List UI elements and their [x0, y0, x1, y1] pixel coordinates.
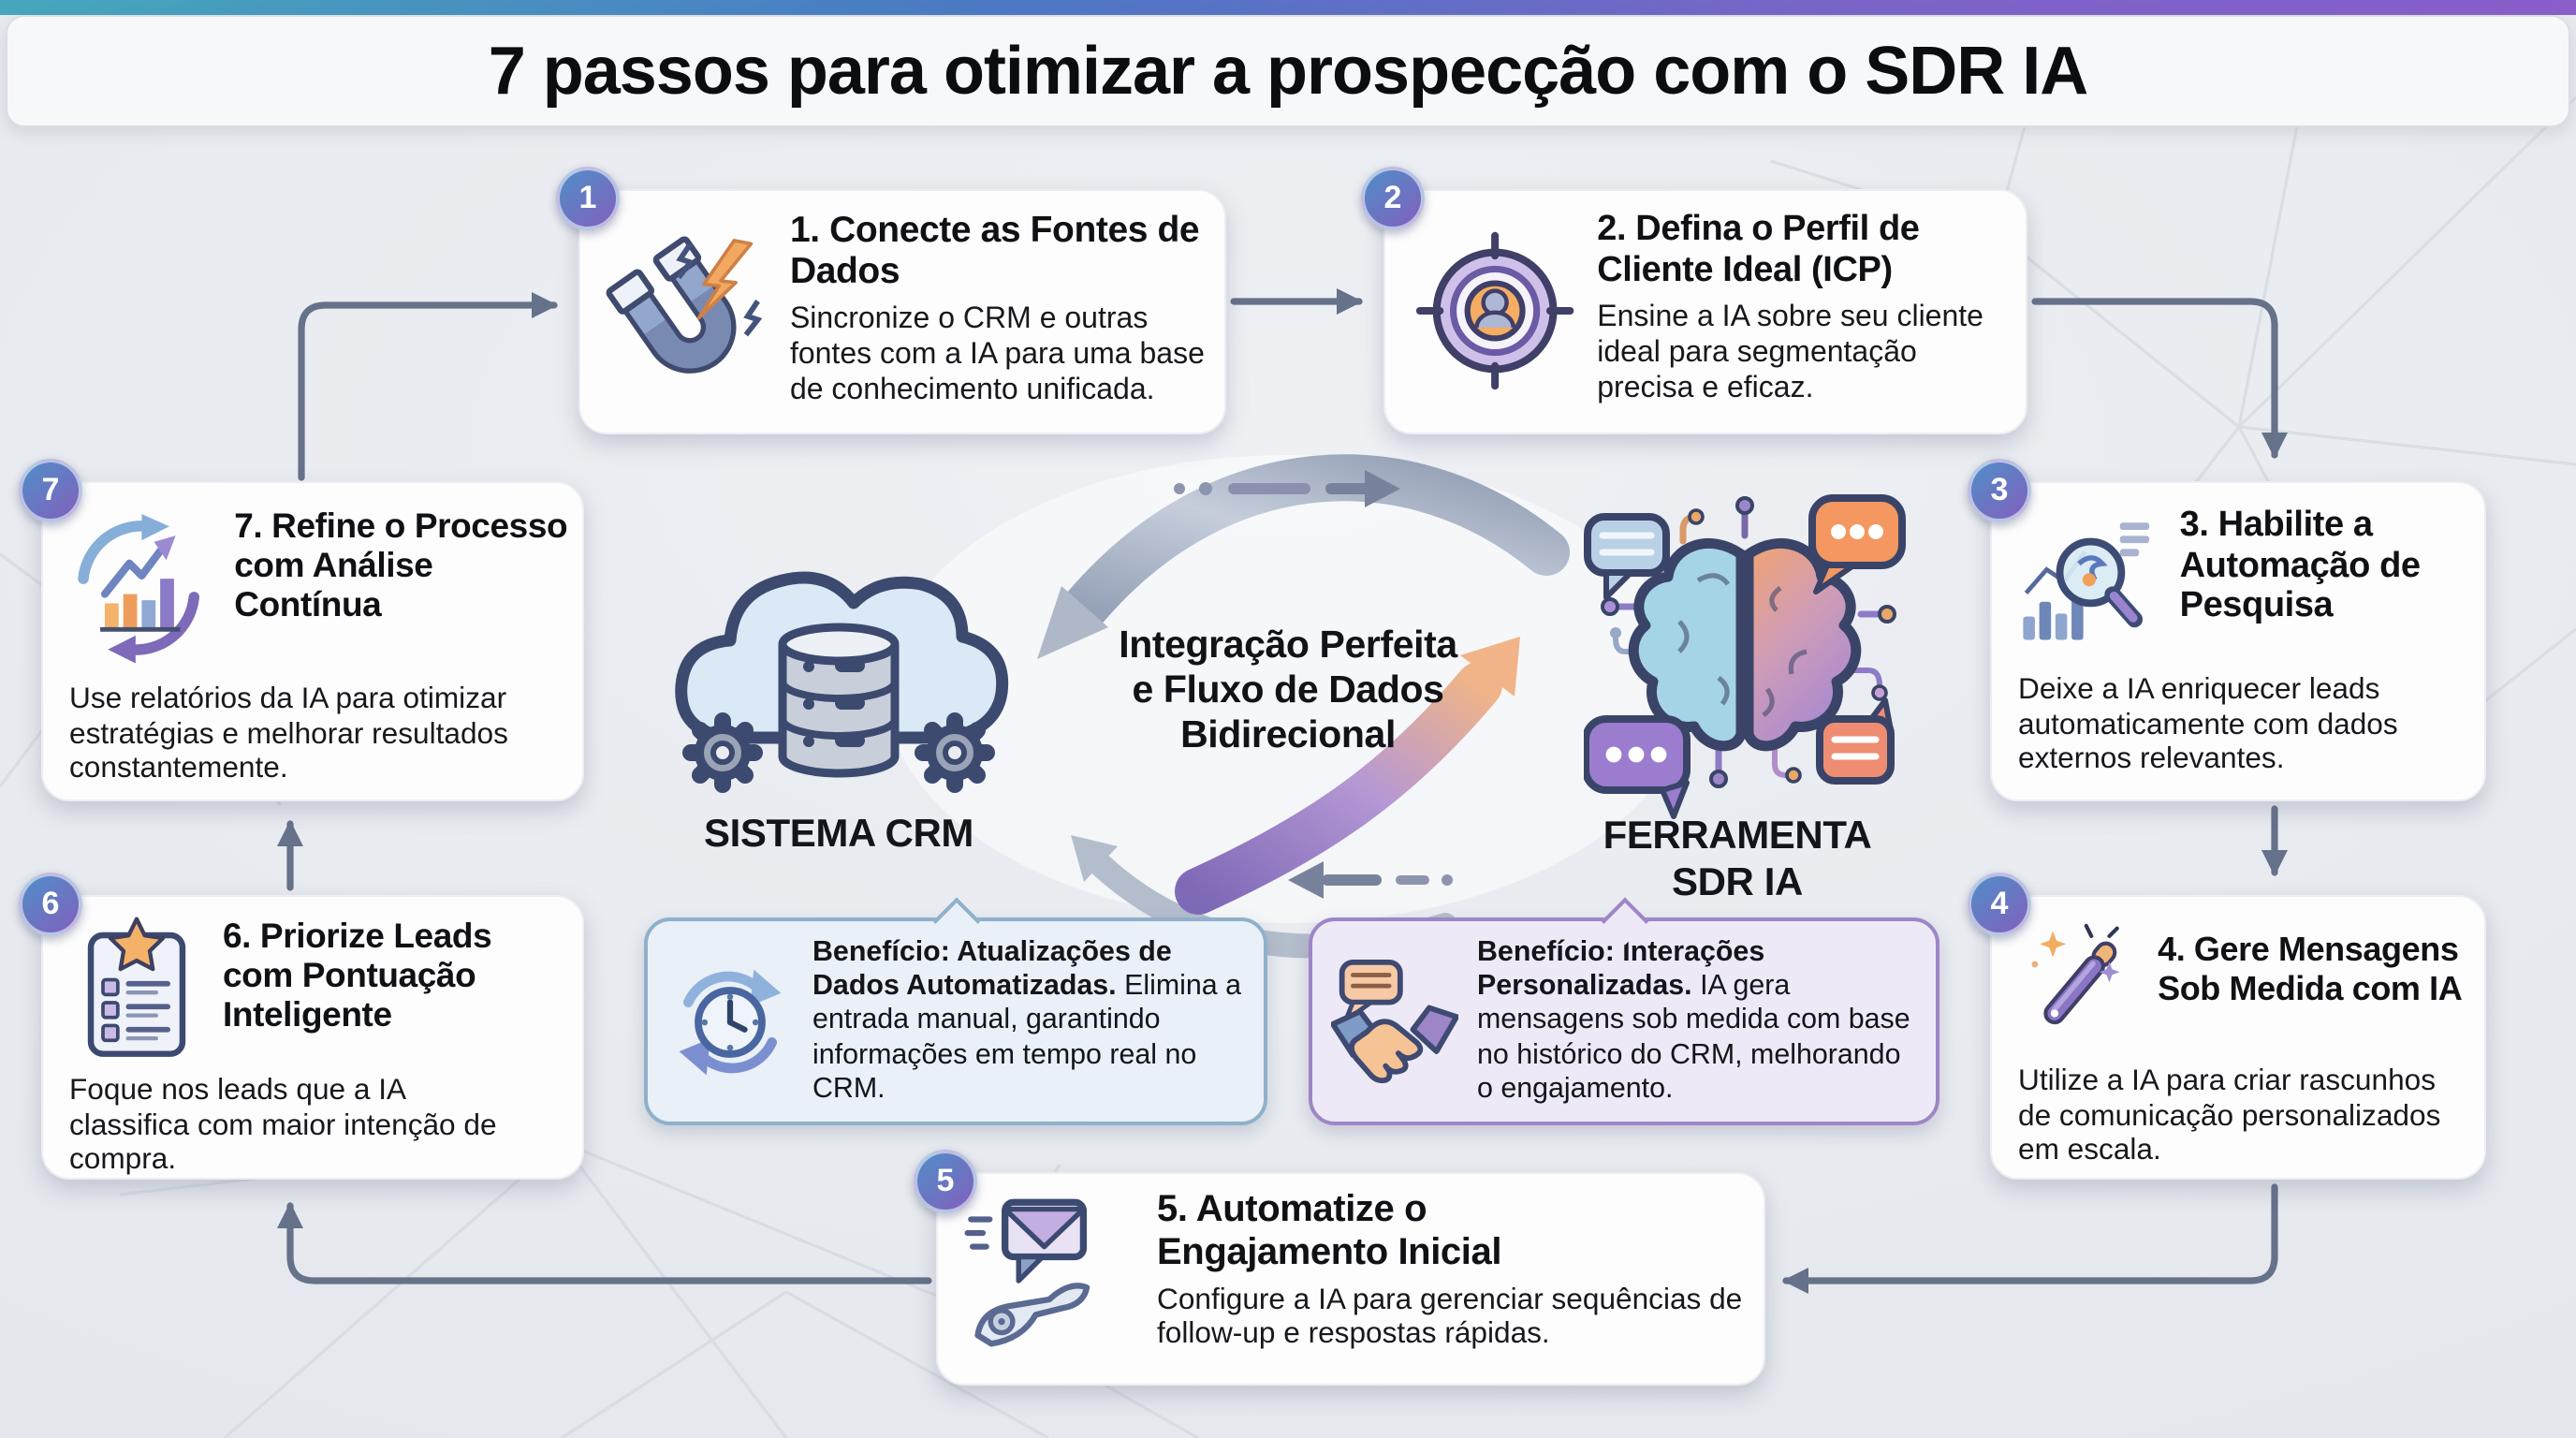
- step-title-1: 1. Conecte as Fontes de Dados: [789, 210, 1200, 293]
- step-badge-3: 3: [1968, 459, 2031, 522]
- benefit-highlight: Benefício: Interações Personalizadas.: [1477, 935, 1765, 1003]
- step-card-4: 4 4. Gere Mensagens Sob Medida com IA Ut…: [1968, 873, 2486, 1180]
- dashed-arrow-left: [1288, 861, 1453, 899]
- step-badge-2: 2: [1361, 167, 1425, 230]
- step-body-1: Sincronize o CRM e outras fontes com a I…: [789, 303, 1205, 407]
- benefit-text-personalized: Benefício: Interações Personalizadas. IA…: [1477, 936, 1917, 1107]
- chat-bubble-icon: [1808, 494, 1906, 594]
- gear-icon: [915, 712, 995, 793]
- step-card-6: 6 6. Priorize Leads com Pontuação Inteli…: [19, 873, 584, 1180]
- email-hand-icon: [964, 1198, 1090, 1347]
- ai-label-line2: SDR IA: [1672, 861, 1803, 905]
- step-title-6: 6. Priorize Leads com Pontuação Intelige…: [223, 916, 492, 1034]
- clock-refresh-icon: [679, 968, 782, 1075]
- step-card-3: 3 3. Habilite a Automação de Pesquisa De…: [1968, 459, 2486, 801]
- step-body-7: Use relatórios da IA para otimizar estra…: [69, 683, 508, 785]
- step-body-5: Configure a IA para gerenciar sequências…: [1157, 1284, 1743, 1351]
- step-body-2: Ensine a IA sobre seu cliente ideal para…: [1597, 301, 1983, 405]
- magnifier-chart-icon: [2023, 522, 2150, 640]
- benefit-body: Elimina a entrada manual, garantindo inf…: [812, 970, 1241, 1105]
- magnet-icon: [606, 236, 763, 374]
- ai-brain-icon: [1584, 494, 1906, 819]
- benefit-highlight: Benefício: Atualizações de Dados Automat…: [812, 935, 1172, 1003]
- dashed-arrow-right: [1174, 470, 1400, 507]
- cloud-database-icon: [675, 571, 1009, 793]
- step-card-5: 5 5. Automatize o Engajamento Inicial Co…: [914, 1150, 1765, 1386]
- step-title-7: 7. Refine o Processo com Análise Contínu…: [234, 506, 568, 624]
- benefit-body: IA gera mensagens sob medida com base no…: [1477, 970, 1910, 1105]
- checklist-star-icon: [87, 917, 186, 1057]
- step-body-3: Deixe a IA enriquecer leads automaticame…: [2018, 674, 2398, 776]
- integration-line3: Bidirecional: [1180, 712, 1396, 756]
- step-card-7: 7 7. Refine o Processo com Análise Contí…: [19, 459, 584, 801]
- handshake-icon: [1331, 958, 1458, 1083]
- ai-label: FERRAMENTA SDR IA: [1569, 813, 1906, 907]
- step-title-4: 4. Gere Mensagens Sob Medida com IA: [2158, 931, 2463, 1007]
- page-title: 7 passos para otimizar a prospecção com …: [488, 32, 2089, 109]
- chat-bubble-icon: [1584, 513, 1670, 600]
- integration-caption: Integração Perfeita e Fluxo de Dados Bid…: [1043, 624, 1533, 758]
- step-title-5: 5. Automatize o Engajamento Inicial: [1157, 1189, 1502, 1273]
- flow-connectors: [277, 288, 2288, 1294]
- chat-bubble-icon: [1584, 715, 1690, 819]
- benefit-text-data-updates: Benefício: Atualizações de Dados Automat…: [812, 936, 1245, 1107]
- cycle-arrowhead-to-crm: [1037, 586, 1108, 659]
- connector-5-6: [277, 1202, 932, 1284]
- step-body-4: Utilize a IA para criar rascunhos de com…: [2018, 1065, 2441, 1167]
- top-gradient-bar: [0, 0, 2576, 15]
- title-band: 7 passos para otimizar a prospecção com …: [6, 15, 2570, 127]
- step-title-3: 3. Habilite a Automação de Pesquisa: [2179, 506, 2421, 626]
- step-body-6: Foque nos leads que a IA classifica com …: [69, 1075, 497, 1177]
- cycle-chart-icon: [78, 514, 200, 664]
- chat-bubble-icon: [1816, 697, 1895, 785]
- target-icon: [1415, 231, 1574, 390]
- crm-label: SISTEMA CRM: [703, 813, 974, 856]
- integration-line2: e Fluxo de Dados: [1132, 668, 1444, 712]
- cycle-arrowhead-to-ai: [1460, 637, 1520, 697]
- step-title-2: 2. Defina o Perfil de Cliente Ideal (ICP…: [1597, 210, 1920, 290]
- step-badge-6: 6: [19, 873, 82, 936]
- connector-7-1: [298, 292, 558, 481]
- step-badge-7: 7: [19, 459, 82, 522]
- step-badge-5: 5: [914, 1150, 977, 1213]
- ai-label-line1: FERRAMENTA: [1603, 814, 1872, 858]
- integration-line1: Integração Perfeita: [1119, 624, 1457, 667]
- benefit-card-data-updates: Benefício: Atualizações de Dados Automat…: [644, 897, 1267, 1125]
- step-card-1: 1 1. Conecte as Fontes de Dados Sincroni…: [556, 167, 1226, 434]
- cycle-arrowhead-return: [1071, 835, 1118, 882]
- benefit-card-personalized: Benefício: Interações Personalizadas. IA…: [1309, 897, 1939, 1125]
- step-badge-1: 1: [556, 167, 620, 230]
- magic-wand-icon: [2031, 923, 2120, 1025]
- connector-4-5: [1782, 1183, 2278, 1294]
- gear-icon: [682, 712, 763, 793]
- step-badge-4: 4: [1968, 873, 2031, 936]
- step-card-2: 2 2. Defina o Perfil de Cliente Ideal (I…: [1361, 167, 2027, 434]
- connector-2-3: [2031, 298, 2288, 459]
